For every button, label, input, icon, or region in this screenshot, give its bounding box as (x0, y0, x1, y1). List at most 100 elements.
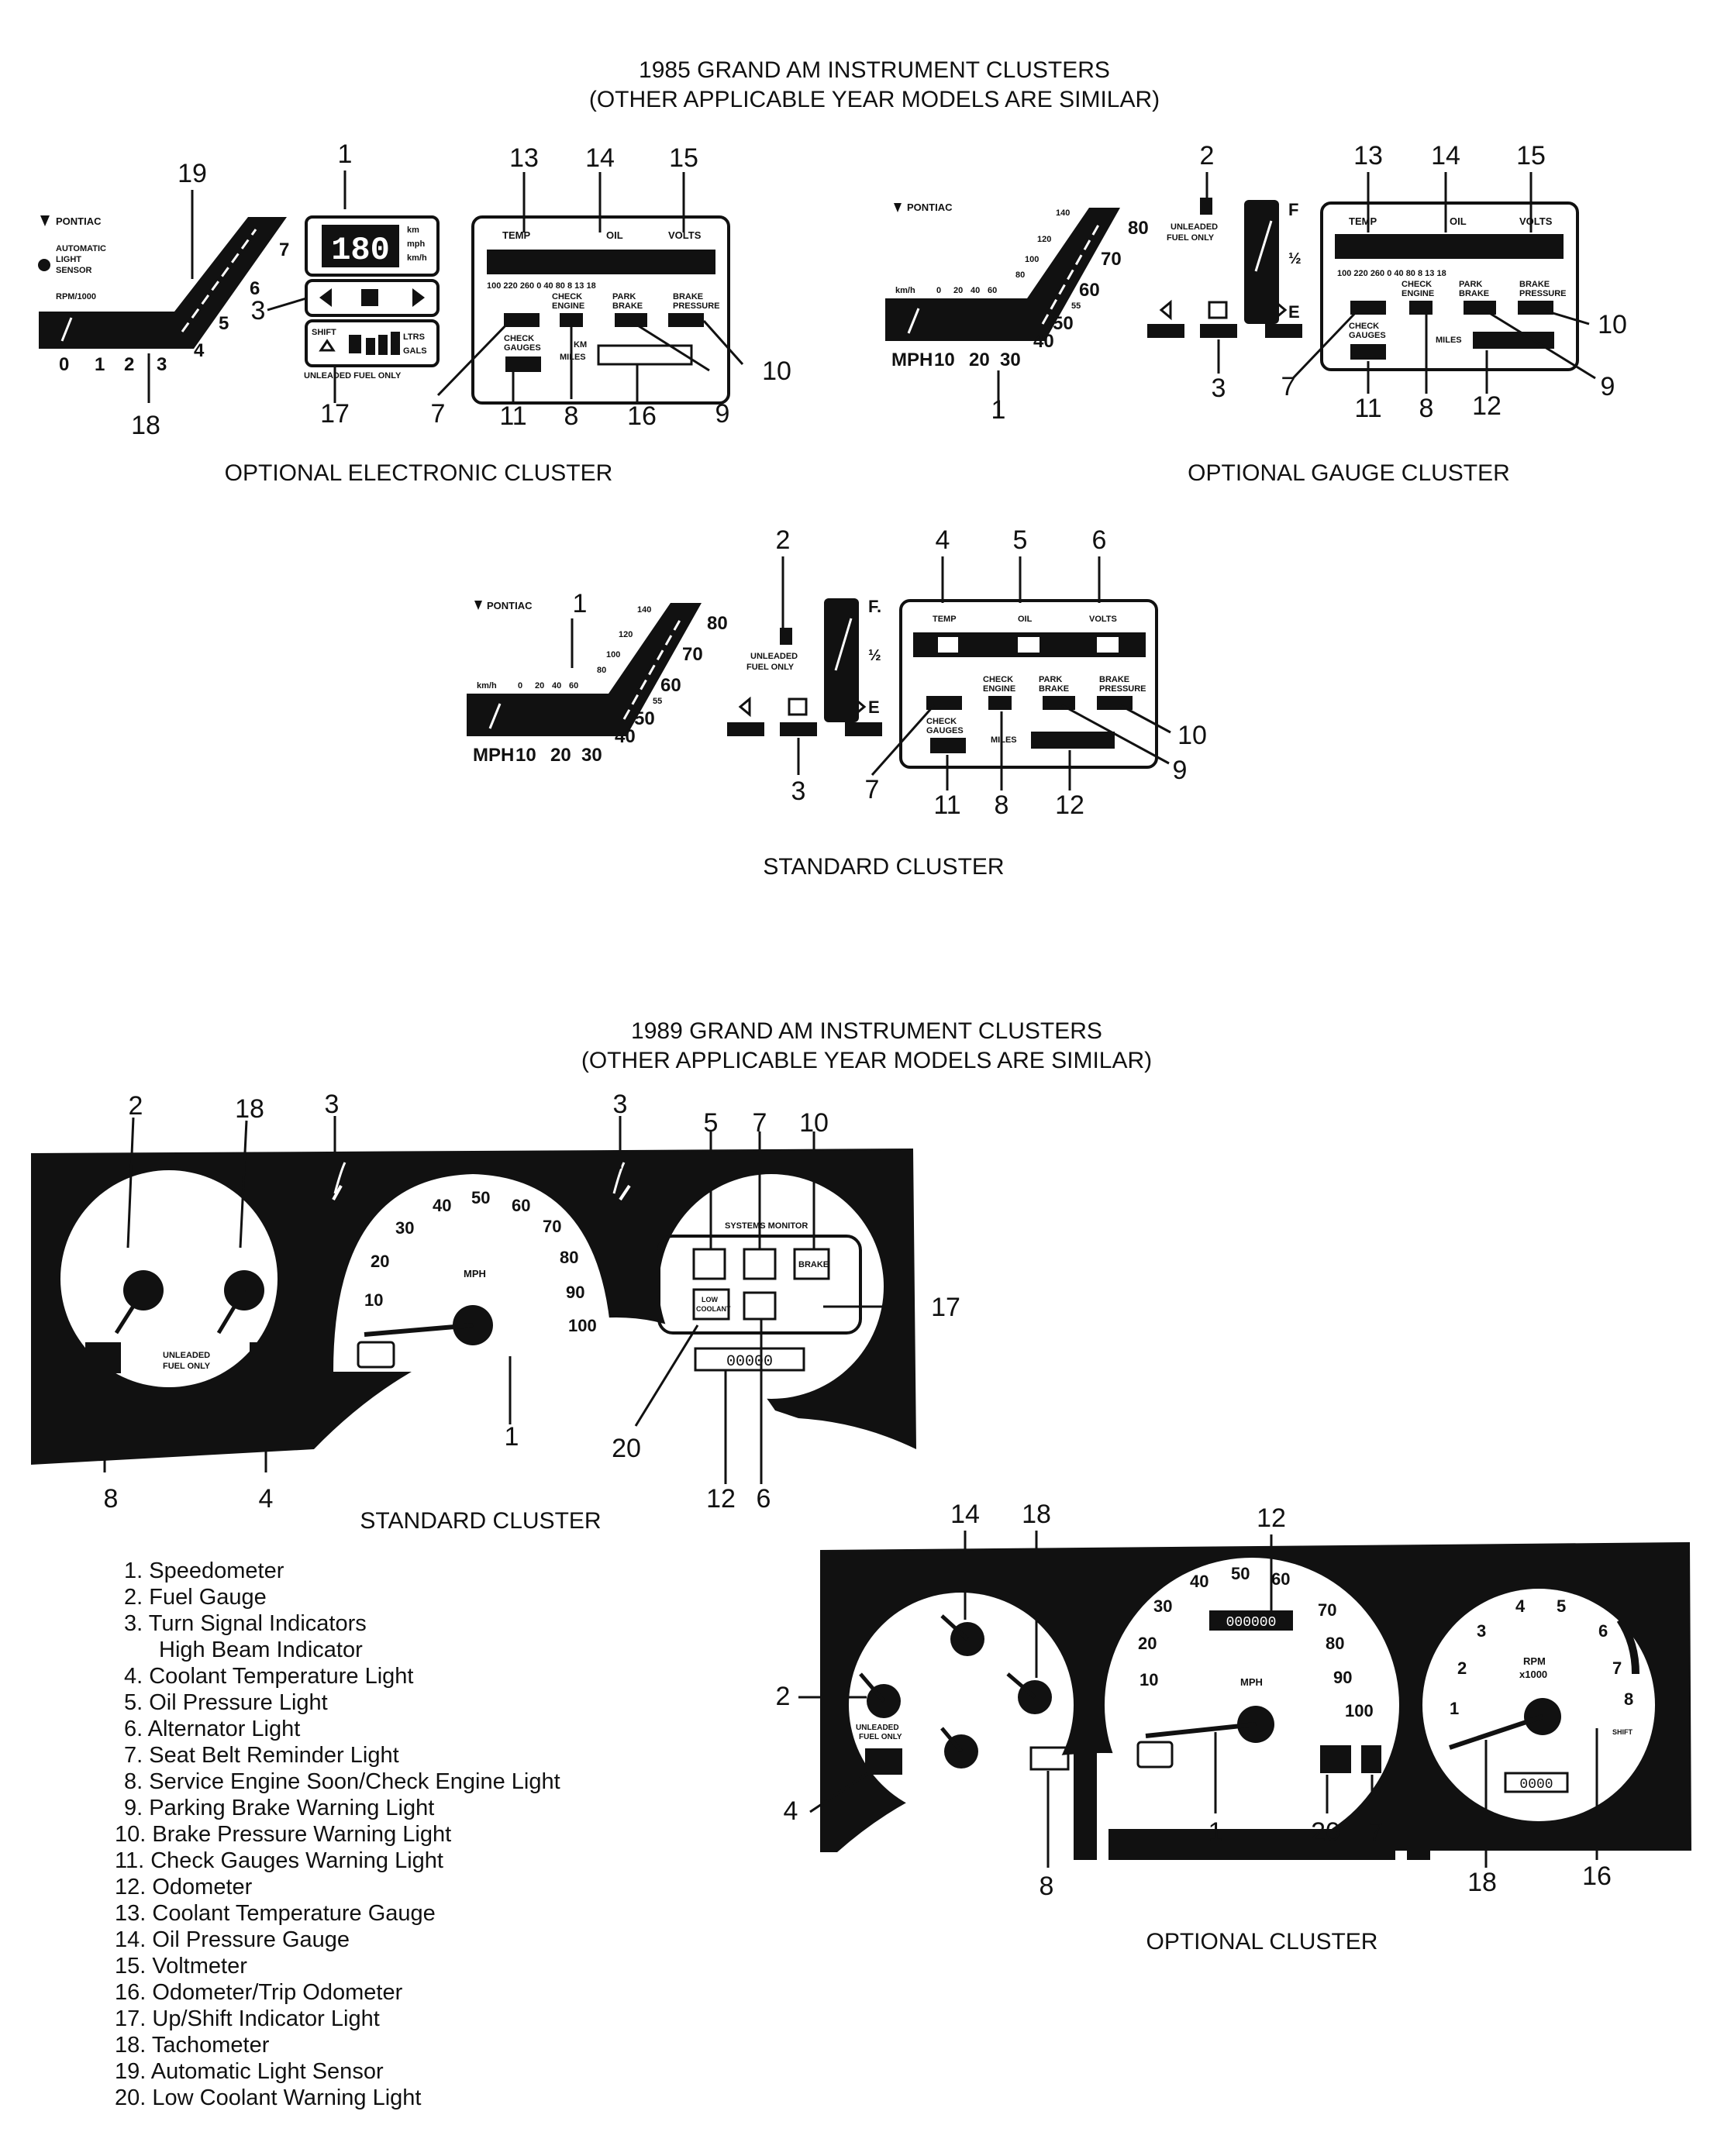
high-beam-marks (333, 1162, 626, 1194)
speedometer-labels: 10 20 30 40 50 60 70 80 90 100 (1138, 1564, 1374, 1720)
park-brake-light (1043, 696, 1075, 710)
park-brake-label-1: PARK (1459, 280, 1482, 289)
fuel-bar-1 (366, 338, 375, 355)
svg-text:80: 80 (597, 666, 606, 675)
speedo-bar-segments (1041, 220, 1102, 325)
svg-text:140: 140 (1056, 208, 1070, 218)
brake-pressure-label-2: PRESSURE (673, 301, 720, 311)
right-turn-arrow-icon (853, 696, 867, 718)
svg-text:7: 7 (1612, 1658, 1622, 1678)
seat-belt-light (1350, 301, 1386, 315)
systems-monitor-label: SYSTEMS MONITOR (725, 1221, 808, 1231)
left-turn-light (1147, 324, 1184, 338)
heading-1985-line1: 1985 GRAND AM INSTRUMENT CLUSTERS (639, 57, 1110, 83)
fuel-half-mark: ½ (868, 647, 881, 664)
gauge-scale-label: 100 220 260 0 40 80 8 13 18 (1337, 269, 1446, 278)
speedo-bar-segments (622, 615, 684, 720)
odometer-value: 000000 (1226, 1615, 1277, 1631)
mph-scale-labels: 10 20 30 40 50 55 60 70 80 (515, 613, 728, 766)
callout-6: 6 (757, 1484, 771, 1514)
speedometer-window (1136, 1741, 1174, 1769)
speedo-needle (488, 703, 502, 729)
callout-11: 11 (933, 790, 960, 820)
callout-9: 9 (1173, 756, 1188, 785)
high-beam-icon (788, 697, 808, 716)
gauge-needles (859, 1614, 1036, 1753)
svg-text:10: 10 (515, 745, 536, 766)
callout-9: 9 (1601, 372, 1615, 401)
svg-text:40: 40 (433, 1196, 451, 1215)
legend-item-20: 20. Low Coolant Warning Light (115, 2085, 422, 2110)
svg-text:0: 0 (936, 286, 941, 295)
right-turn-arrow-icon (1274, 299, 1288, 321)
legend-item-2: 2. Fuel Gauge (124, 1585, 267, 1610)
standard-cluster-1989: UNLEADED FUEL ONLY 10 20 30 40 50 60 70 … (31, 1090, 960, 1534)
tachometer-labels: 1 2 3 4 5 6 7 8 (1450, 1596, 1633, 1718)
callout-7: 7 (1281, 372, 1296, 401)
fuel-only-label: FUEL ONLY (859, 1733, 902, 1741)
speedometer-window (357, 1341, 395, 1369)
svg-text:40: 40 (1190, 1572, 1208, 1591)
svg-text:60: 60 (569, 681, 578, 691)
low-coolant-label-1: LOW (702, 1296, 718, 1304)
callout-15: 15 (669, 143, 698, 173)
odometer-display (1473, 332, 1554, 349)
brand-label: PONTIAC (487, 600, 533, 611)
rpm-label: RPM/1000 (56, 292, 96, 301)
callout-18: 18 (1022, 1500, 1051, 1529)
svg-text:7: 7 (279, 239, 289, 260)
sensor-label-2: LIGHT (56, 255, 81, 264)
callout-8: 8 (1040, 1872, 1054, 1901)
svg-text:40: 40 (552, 681, 561, 691)
check-engine-label-2: ENGINE (983, 684, 1015, 694)
gauge-panel (1320, 201, 1579, 371)
fuel-gauge-needle (1254, 220, 1273, 272)
legend-item-9: 9. Parking Brake Warning Light (124, 1796, 434, 1820)
turn-signal-icons (332, 1184, 631, 1201)
callout-7: 7 (865, 775, 880, 804)
mph-scale-labels: 10 20 30 40 50 55 60 70 80 (934, 218, 1149, 370)
park-brake-label-2: BRAKE (612, 301, 643, 311)
brake-pressure-label-1: BRAKE (673, 292, 703, 301)
legend-item-12: 12. Odometer (115, 1875, 253, 1899)
oil-can-icon (1018, 637, 1040, 653)
seat-belt-light (1361, 1745, 1381, 1773)
mph-label: MPH (891, 350, 933, 370)
shift-label: SHIFT (312, 328, 336, 337)
seat-belt-light (926, 696, 962, 710)
svg-text:20: 20 (550, 745, 571, 766)
callout-8: 8 (995, 790, 1009, 820)
check-gauges-label-2: GAUGES (504, 343, 541, 353)
speed-unit-km: km (407, 226, 419, 235)
speedo-bottom-bezel (1108, 1829, 1395, 1860)
unleaded-fuel-only-label: UNLEADED FUEL ONLY (304, 371, 402, 381)
mph-label: MPH (1240, 1676, 1263, 1688)
callout-2: 2 (776, 1682, 791, 1711)
callout-3-left: 3 (325, 1090, 340, 1119)
svg-text:80: 80 (707, 613, 728, 634)
callout-10: 10 (1177, 721, 1207, 750)
gauge-cluster-1985: PONTIAC km/h 0 20 40 60 80 100 120 140 M… (885, 141, 1627, 486)
legend-item-4: 4. Coolant Temperature Light (124, 1664, 413, 1689)
unleaded-label: UNLEADED (1171, 222, 1218, 232)
legend-item-10: 10. Brake Pressure Warning Light (115, 1822, 451, 1847)
callout-13: 13 (509, 143, 539, 173)
speed-unit-mph: mph (407, 239, 426, 249)
svg-text:20: 20 (371, 1252, 389, 1271)
high-beam-icon (1208, 301, 1228, 319)
check-gauges-label-1: CHECK (504, 334, 534, 343)
check-engine-label-2: ENGINE (552, 301, 584, 311)
svg-text:20: 20 (953, 286, 963, 295)
fuel-full-mark: F. (868, 597, 881, 616)
speedometer-dial (1105, 1558, 1399, 1852)
legend-item-3b: High Beam Indicator (159, 1638, 363, 1662)
check-gauges-light (930, 738, 966, 753)
speedo-bar (467, 603, 702, 736)
left-turn-arrow-icon (1159, 299, 1172, 321)
unleaded-label: UNLEADED (163, 1351, 210, 1360)
fuel-temp-dial (60, 1170, 278, 1387)
legend-item-15: 15. Voltmeter (115, 1954, 247, 1979)
callout-14: 14 (950, 1500, 980, 1529)
tach-bar-segments (181, 229, 257, 332)
